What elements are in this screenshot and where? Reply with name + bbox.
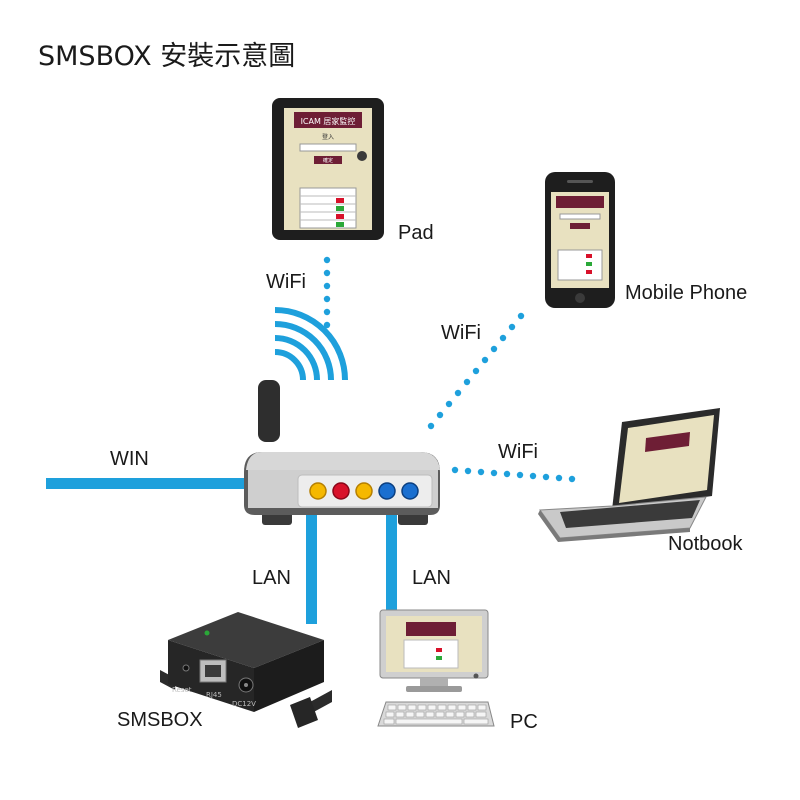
- pad-device: ICAM 居家監控 登入 確定: [272, 98, 384, 240]
- mobile-phone-label: Mobile Phone: [625, 282, 748, 304]
- wifi-notebook-label: WiFi: [498, 441, 538, 463]
- mobile-phone-device: [545, 172, 615, 308]
- reset-button: [182, 664, 190, 672]
- led-yellow-1: [309, 482, 327, 500]
- led-blue-1: [378, 482, 396, 500]
- rj45-label: RJ45: [206, 691, 222, 699]
- svg-text:登入: 登入: [322, 133, 334, 141]
- lan-cable-pc: [386, 512, 397, 614]
- win-label: WIN: [110, 448, 149, 470]
- smsbox-device: Reset RJ45 DC12V: [160, 612, 332, 728]
- notebook-device: [538, 408, 720, 542]
- led-yellow-2: [355, 482, 373, 500]
- router: [244, 307, 440, 525]
- led-blue-2: [401, 482, 419, 500]
- svg-text:確定: 確定: [323, 157, 333, 164]
- lan-right-label: LAN: [412, 567, 451, 589]
- wifi-link-pad: [323, 256, 331, 329]
- reset-label: Reset: [172, 686, 192, 694]
- wifi-phone-label: WiFi: [441, 322, 481, 344]
- wifi-link-notebook: [451, 466, 576, 483]
- pc-device: [377, 609, 495, 727]
- win-cable: [46, 478, 246, 489]
- wifi-signal-icon: [274, 307, 348, 381]
- pad-app-title: ICAM 居家監控: [301, 116, 356, 126]
- pc-label: PC: [510, 711, 538, 733]
- wifi-link-phone: [427, 312, 525, 430]
- pad-label: Pad: [398, 222, 434, 244]
- power-label: DC12V: [232, 700, 256, 708]
- notebook-label: Notbook: [668, 533, 743, 555]
- wifi-pad-label: WiFi: [266, 271, 306, 293]
- smsbox-label: SMSBOX: [117, 709, 203, 731]
- lan-left-label: LAN: [252, 567, 291, 589]
- router-antenna: [258, 380, 280, 442]
- page-title: SMSBOX 安裝示意圖: [38, 41, 296, 72]
- lan-cable-smsbox: [306, 512, 317, 624]
- led-red-1: [332, 482, 350, 500]
